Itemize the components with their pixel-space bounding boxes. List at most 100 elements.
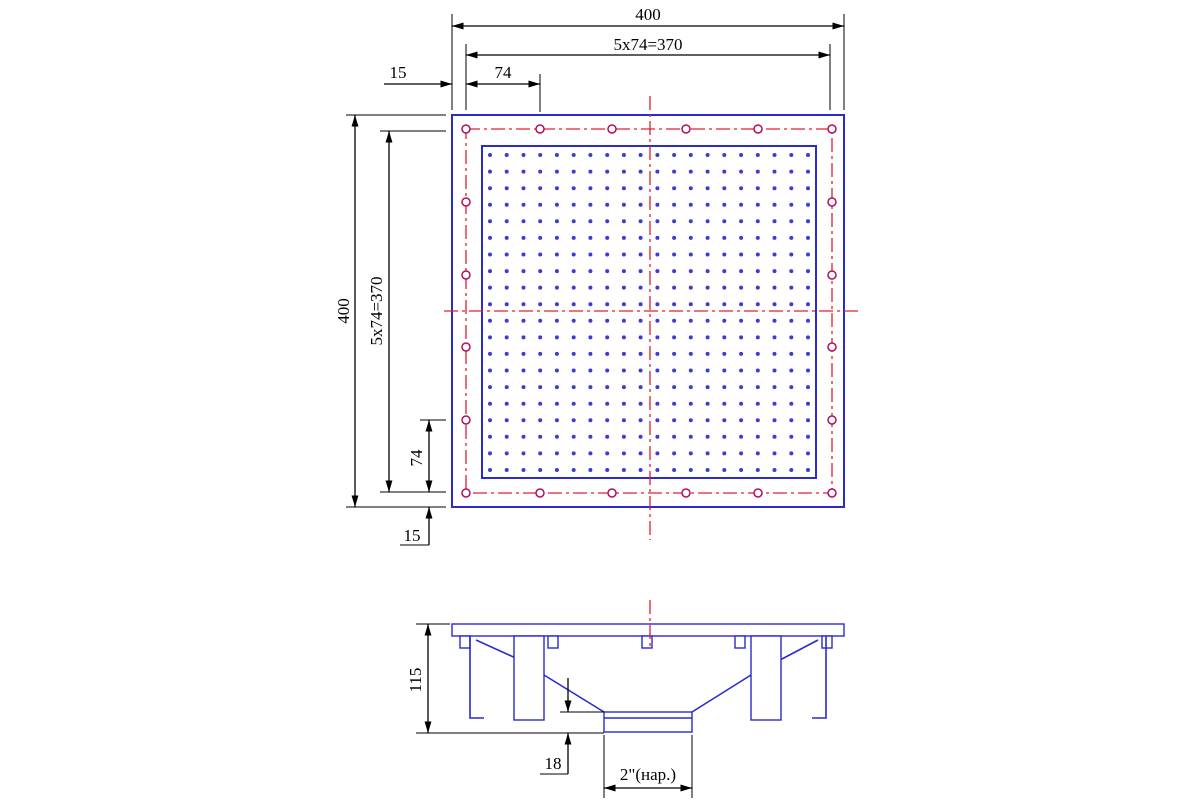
nozzle-dot [504, 235, 509, 240]
nozzle-dot [638, 368, 643, 373]
nozzle-dot [554, 302, 559, 307]
nozzle-dot [554, 418, 559, 423]
nozzle-dot [621, 153, 626, 157]
nozzle-dot [672, 451, 677, 456]
nozzle-dot [789, 335, 794, 340]
nozzle-dot [605, 169, 610, 174]
nozzle-dot [789, 434, 794, 439]
nozzle-dot [688, 252, 693, 257]
nozzle-dot [789, 235, 794, 240]
nozzle-dot [538, 153, 543, 157]
nozzle-dot [688, 351, 693, 356]
nozzle-dot [789, 202, 794, 207]
mounting-hole [681, 124, 691, 134]
nozzle-dot [571, 153, 576, 157]
nozzle-dot [705, 169, 710, 174]
inner-nozzle-field [481, 145, 817, 479]
nozzle-dot [705, 401, 710, 406]
nozzle-dot [739, 202, 744, 207]
nozzle-dot [638, 153, 643, 157]
nozzle-dot [772, 418, 777, 423]
nozzle-dot [755, 153, 760, 157]
mounting-hole [827, 270, 837, 280]
nozzle-dot [772, 202, 777, 207]
nozzle-dot [621, 202, 626, 207]
nozzle-dot [672, 285, 677, 290]
nozzle-dot [554, 219, 559, 224]
nozzle-dot [538, 451, 543, 456]
nozzle-dot [655, 153, 660, 157]
nozzle-dot [722, 219, 727, 224]
side-left-wall [469, 636, 484, 719]
nozzle-dot [672, 318, 677, 323]
nozzle-dot [688, 235, 693, 240]
nozzle-dot [789, 318, 794, 323]
side-right-wall [812, 636, 827, 719]
nozzle-dot [504, 335, 509, 340]
nozzle-dot [571, 219, 576, 224]
nozzle-dot [806, 468, 810, 472]
mounting-hole [827, 197, 837, 207]
nozzle-dot [521, 235, 526, 240]
nozzle-dot [554, 235, 559, 240]
nozzle-dot [588, 252, 593, 257]
nozzle-dot [789, 285, 794, 290]
nozzle-dot [621, 468, 626, 472]
nozzle-dot [806, 285, 810, 290]
side-nozzle [603, 711, 693, 733]
mounting-hole [461, 415, 471, 425]
side-right-support [750, 635, 782, 721]
nozzle-dot [722, 368, 727, 373]
nozzle-dot [789, 186, 794, 191]
nozzle-dot [789, 153, 794, 157]
nozzle-dot [488, 169, 492, 174]
nozzle-dot [504, 302, 509, 307]
dim-label-thread: 2"(нар.) [620, 765, 676, 784]
nozzle-dot [621, 401, 626, 406]
nozzle-dot [504, 269, 509, 274]
dim-label-height-total: 400 [334, 298, 353, 324]
nozzle-dot [755, 368, 760, 373]
nozzle-dot [772, 169, 777, 174]
nozzle-dot [605, 434, 610, 439]
nozzle-dot [772, 153, 777, 157]
mounting-hole [607, 124, 617, 134]
nozzle-dot [755, 451, 760, 456]
nozzle-dot [538, 269, 543, 274]
nozzle-dot [655, 385, 660, 390]
nozzle-dot [806, 318, 810, 323]
nozzle-dot [789, 401, 794, 406]
nozzle-dot [621, 219, 626, 224]
nozzle-dot [504, 368, 509, 373]
nozzle-dot [571, 285, 576, 290]
nozzle-dot [722, 335, 727, 340]
nozzle-dot [705, 385, 710, 390]
nozzle-dot [806, 235, 810, 240]
nozzle-dot [739, 401, 744, 406]
nozzle-dot [755, 434, 760, 439]
nozzle-dot [705, 186, 710, 191]
nozzle-dot [605, 418, 610, 423]
nozzle-dot [739, 252, 744, 257]
nozzle-dot [705, 318, 710, 323]
nozzle-dot [806, 401, 810, 406]
nozzle-dot [655, 252, 660, 257]
nozzle-dot [488, 202, 492, 207]
bolt-line-rectangle [465, 128, 833, 494]
nozzle-dot [772, 235, 777, 240]
nozzle-dot [722, 235, 727, 240]
nozzle-dot [554, 252, 559, 257]
nozzle-dot [605, 285, 610, 290]
nozzle-dot [772, 318, 777, 323]
nozzle-dot [739, 335, 744, 340]
nozzle-dot [554, 401, 559, 406]
nozzle-dot [755, 252, 760, 257]
nozzle-dot [554, 269, 559, 274]
nozzle-dot [638, 269, 643, 274]
nozzle-dot [772, 351, 777, 356]
nozzle-dot [806, 302, 810, 307]
mounting-hole [461, 197, 471, 207]
nozzle-dot [488, 186, 492, 191]
mounting-hole [827, 124, 837, 134]
nozzle-dot [571, 401, 576, 406]
